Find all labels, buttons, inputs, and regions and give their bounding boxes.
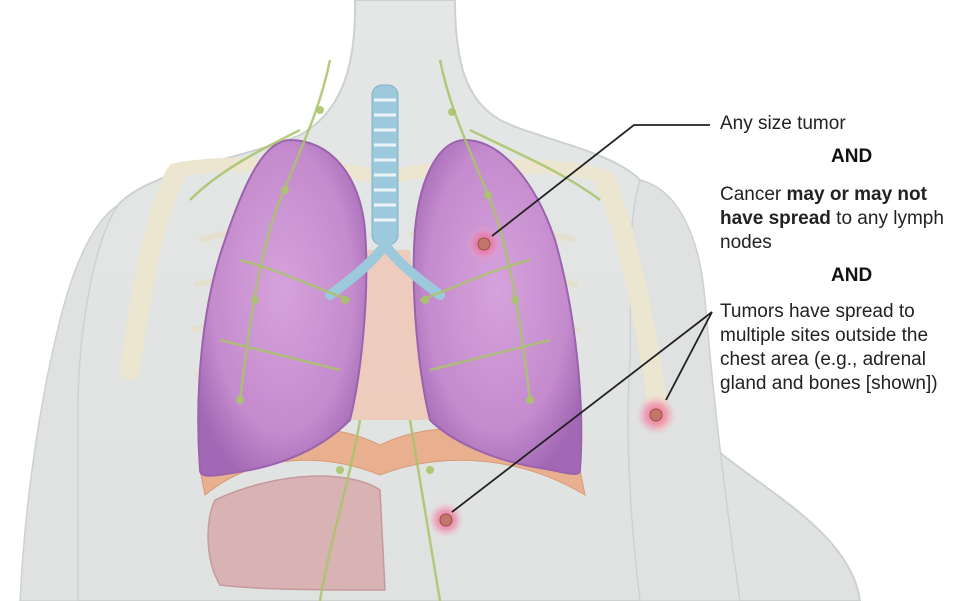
label-lymph-spread-prefix: Cancer [720,184,787,205]
liver [208,476,385,590]
label-lymph-spread: Cancer may or may not have spread to any… [720,183,963,255]
label-distant-sites: Tumors have spread to multiple sites out… [720,300,963,396]
bone-tumor-icon [636,395,676,435]
label-any-size-tumor: Any size tumor [720,112,846,136]
and-connector-1: AND [831,146,872,168]
and-connector-2: AND [831,265,872,287]
